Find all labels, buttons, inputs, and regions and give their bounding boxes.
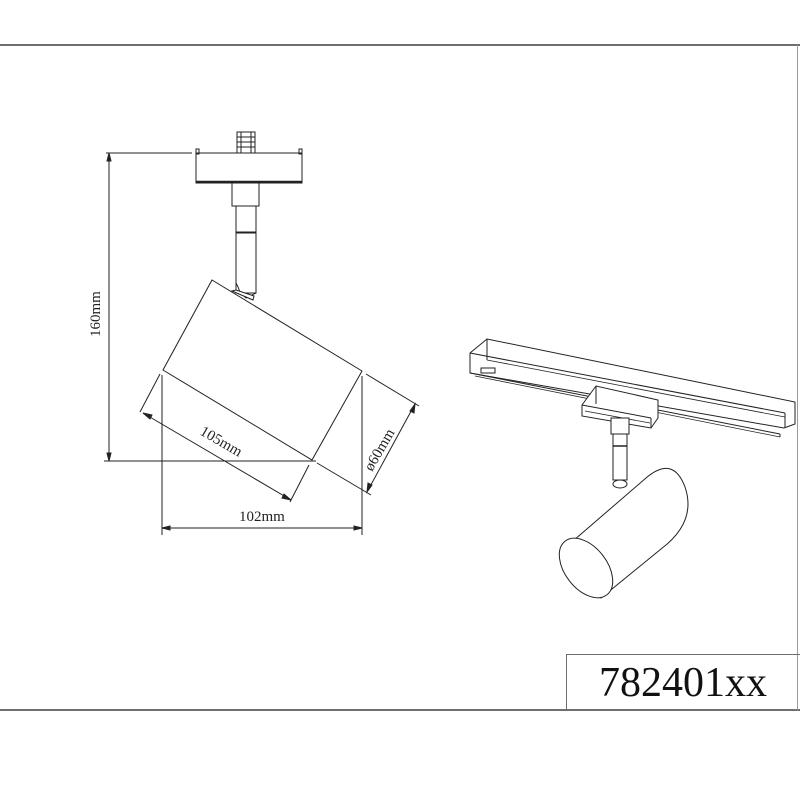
product-code: 782401xx	[599, 660, 767, 706]
lamp-cylinder-3d	[558, 467, 689, 599]
frame-right-border	[797, 45, 798, 710]
stem-3d	[610, 417, 630, 489]
frame-top-border	[0, 44, 800, 46]
dimension-width	[161, 375, 363, 535]
perspective-view	[469, 338, 796, 599]
title-block: 782401xx	[566, 654, 800, 710]
track-adapter	[195, 131, 303, 184]
label-height: 160mm	[88, 291, 104, 337]
label-length: 105mm	[197, 424, 245, 461]
track-rail	[469, 338, 796, 438]
dimension-height	[104, 152, 316, 462]
frame-bottom-border	[0, 709, 800, 711]
lamp-body	[162, 279, 363, 461]
stem	[231, 182, 260, 299]
track-adapter-3d	[581, 385, 659, 429]
dimension-diameter	[316, 373, 420, 496]
label-diameter: ø60mm	[362, 426, 399, 474]
label-width: 102mm	[239, 509, 285, 525]
dimension-length	[139, 373, 310, 503]
